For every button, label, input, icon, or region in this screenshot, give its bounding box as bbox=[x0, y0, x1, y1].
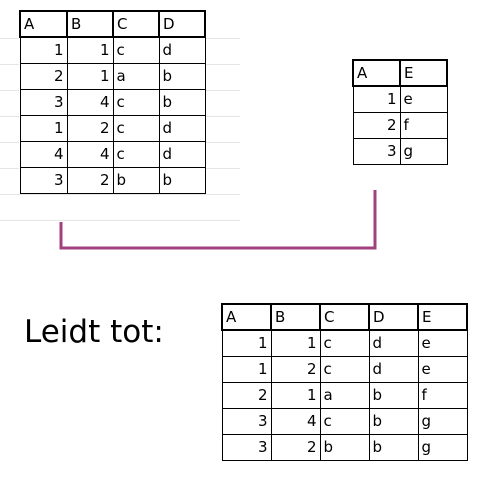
result-table-cell: b bbox=[368, 434, 419, 461]
result-label: Leidt tot: bbox=[24, 314, 164, 350]
result-table-cell: c bbox=[319, 356, 370, 383]
result-table-header-cell: D bbox=[368, 303, 419, 331]
right-table-header-cell: A bbox=[352, 59, 401, 87]
left-table-cell: d bbox=[158, 37, 206, 64]
result-table-header-cell: B bbox=[270, 303, 321, 331]
right-table-cell: 3 bbox=[352, 138, 401, 165]
result-table-cell: e bbox=[417, 330, 468, 357]
result-table-header-cell: C bbox=[319, 303, 370, 331]
left-table-cell: b bbox=[158, 89, 206, 116]
result-table-cell: 4 bbox=[270, 408, 321, 435]
result-table-header-cell: E bbox=[417, 303, 468, 331]
result-table-cell: a bbox=[319, 382, 370, 409]
result-table-cell: b bbox=[368, 408, 419, 435]
result-table-cell: 2 bbox=[270, 356, 321, 383]
left-table-cell: 1 bbox=[19, 115, 68, 142]
left-table-header-cell: B bbox=[66, 10, 114, 38]
result-table-cell: 1 bbox=[270, 330, 321, 357]
left-table-cell: b bbox=[112, 167, 160, 194]
left-table-cell: 1 bbox=[19, 37, 68, 64]
result-table-cell: f bbox=[417, 382, 468, 409]
left-table-header-cell: D bbox=[158, 10, 206, 38]
right-table-header-cell: E bbox=[399, 59, 448, 87]
left-table-cell: 1 bbox=[66, 37, 114, 64]
result-table-cell: 2 bbox=[270, 434, 321, 461]
result-table-cell: d bbox=[368, 330, 419, 357]
result-table-cell: 3 bbox=[221, 434, 272, 461]
result-table-cell: 1 bbox=[221, 330, 272, 357]
left-table-header-cell: C bbox=[112, 10, 160, 38]
left-table-cell: c bbox=[112, 37, 160, 64]
result-table-cell: b bbox=[319, 434, 370, 461]
left-table-cell: 4 bbox=[66, 141, 114, 168]
left-table-header-cell: A bbox=[19, 10, 68, 38]
result-table-cell: g bbox=[417, 408, 468, 435]
result-table-cell: c bbox=[319, 408, 370, 435]
right-table-cell: 1 bbox=[352, 86, 401, 113]
left-table-cell: 4 bbox=[66, 89, 114, 116]
result-table-cell: d bbox=[368, 356, 419, 383]
left-table-cell: c bbox=[112, 115, 160, 142]
left-table-cell: 3 bbox=[19, 89, 68, 116]
left-table-cell: b bbox=[158, 63, 206, 90]
result-table-cell: 1 bbox=[270, 382, 321, 409]
result-table-header-cell: A bbox=[221, 303, 272, 331]
right-table-cell: f bbox=[399, 112, 448, 139]
result-table-cell: 1 bbox=[221, 356, 272, 383]
result-table-cell: c bbox=[319, 330, 370, 357]
left-table-cell: 2 bbox=[66, 115, 114, 142]
result-table-cell: b bbox=[368, 382, 419, 409]
left-table-cell: 3 bbox=[19, 167, 68, 194]
result-table-cell: 3 bbox=[221, 408, 272, 435]
left-table-cell: d bbox=[158, 141, 206, 168]
result-table-cell: e bbox=[417, 356, 468, 383]
left-table-cell: c bbox=[112, 141, 160, 168]
left-table-cell: a bbox=[112, 63, 160, 90]
left-table-cell: d bbox=[158, 115, 206, 142]
left-table-cell: 1 bbox=[66, 63, 114, 90]
result-table-cell: 2 bbox=[221, 382, 272, 409]
left-table-cell: 4 bbox=[19, 141, 68, 168]
result-table-cell: g bbox=[417, 434, 468, 461]
left-table-cell: b bbox=[158, 167, 206, 194]
right-table-cell: 2 bbox=[352, 112, 401, 139]
right-table-cell: e bbox=[399, 86, 448, 113]
left-table-cell: 2 bbox=[19, 63, 68, 90]
left-table-cell: 2 bbox=[66, 167, 114, 194]
right-table-cell: g bbox=[399, 138, 448, 165]
left-table-cell: c bbox=[112, 89, 160, 116]
